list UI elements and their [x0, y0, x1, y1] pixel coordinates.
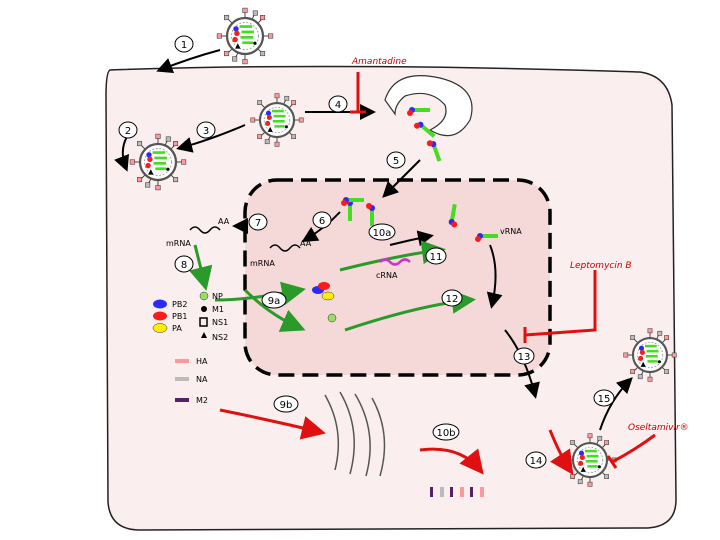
svg-text:1: 1 [181, 40, 187, 51]
step-11: 11 [425, 247, 447, 265]
virion-budding [128, 132, 188, 192]
arrow-step-1 [156, 49, 221, 73]
arrow-to-nucleus-np [243, 288, 306, 332]
leptomycin-inhibitor [523, 270, 597, 343]
legend-m1-label: M1 [212, 305, 224, 314]
legend-ha-label: HA [196, 357, 208, 366]
crna-label: cRNA [376, 271, 398, 280]
vrna-label: vRNA [500, 227, 522, 236]
poly-a-tail-cytoplasm: AA [218, 217, 230, 226]
svg-text:2: 2 [125, 126, 131, 137]
step-10b: 10b [432, 423, 460, 441]
step-9a: 9a [261, 291, 287, 309]
legend-pa-label: PA [172, 324, 182, 333]
endosome [384, 75, 473, 137]
legend-m2-label: M2 [196, 396, 208, 405]
svg-text:9b: 9b [280, 400, 293, 411]
step-2: 2 [118, 121, 138, 139]
svg-text:9a: 9a [268, 296, 281, 307]
svg-text:10b: 10b [436, 428, 455, 439]
virion-assembling [562, 432, 618, 488]
svg-text:8: 8 [181, 260, 187, 271]
svg-text:6: 6 [319, 216, 325, 227]
leptomycin-label: Leptomycin B [570, 261, 632, 271]
amantadine-label: Amantadine [351, 57, 407, 67]
step-15: 15 [593, 389, 615, 407]
step-3: 3 [196, 121, 216, 139]
legend-pb1-label: PB1 [172, 312, 187, 321]
step-6: 6 [312, 211, 332, 229]
svg-text:5: 5 [393, 156, 399, 167]
oseltamivir-label: Oseltamivir® [628, 423, 689, 433]
arrow-step-10a [389, 230, 434, 247]
svg-text:7: 7 [255, 218, 261, 229]
svg-text:11: 11 [430, 252, 443, 263]
svg-text:14: 14 [530, 456, 543, 467]
arrow-step-8 [188, 244, 213, 291]
protein-legend: PB2 PB1 PA NP M1 NS1 NS2 HA NA M2 [152, 291, 228, 405]
polymerase-complex [312, 282, 337, 323]
svg-text:4: 4 [335, 100, 341, 111]
step-14: 14 [525, 451, 547, 469]
mrna-cytoplasm-label: mRNA [166, 239, 191, 248]
virion-progeny [622, 327, 678, 383]
legend-pb2-label: PB2 [172, 300, 187, 309]
golgi-apparatus [324, 391, 386, 477]
amantadine-inhibitor [350, 72, 366, 114]
arrow-step-11 [486, 244, 503, 309]
mrna-nucleus-label: mRNA [250, 259, 275, 268]
step-4: 4 [328, 95, 348, 113]
svg-text:13: 13 [518, 352, 531, 363]
step-8: 8 [174, 255, 194, 273]
svg-text:15: 15 [598, 394, 611, 405]
mrna-cytoplasm-squiggle [189, 226, 221, 234]
legend-np-label: NP [212, 292, 223, 301]
svg-text:10a: 10a [373, 228, 392, 239]
step-7: 7 [248, 213, 268, 231]
step-1: 1 [174, 35, 194, 53]
svg-text:12: 12 [446, 294, 459, 305]
step-9b: 9b [273, 395, 299, 413]
step-5: 5 [386, 151, 406, 169]
crna-squiggle [379, 258, 411, 266]
membrane-proteins [430, 487, 484, 497]
virion-endocytosed [249, 92, 305, 148]
legend-ns2-label: NS2 [212, 333, 228, 342]
step-10a: 10a [368, 223, 396, 241]
step-12: 12 [441, 289, 463, 307]
arrow-step-3 [176, 124, 246, 153]
arrow-step-5 [382, 159, 421, 198]
mrna-nucleus-squiggle [269, 244, 301, 252]
virion-released [215, 6, 275, 66]
svg-text:3: 3 [203, 126, 209, 137]
poly-a-tail-nucleus: AA [300, 239, 312, 248]
arrow-step-10b [419, 447, 484, 475]
step-13: 13 [513, 347, 535, 365]
legend-ns1-label: NS1 [212, 318, 228, 327]
nucleus [243, 178, 552, 377]
arrow-step-9b [219, 408, 326, 440]
legend-na-label: NA [196, 375, 208, 384]
oseltamivir-inhibitor [606, 433, 656, 469]
arrow-step-14 [548, 429, 574, 475]
